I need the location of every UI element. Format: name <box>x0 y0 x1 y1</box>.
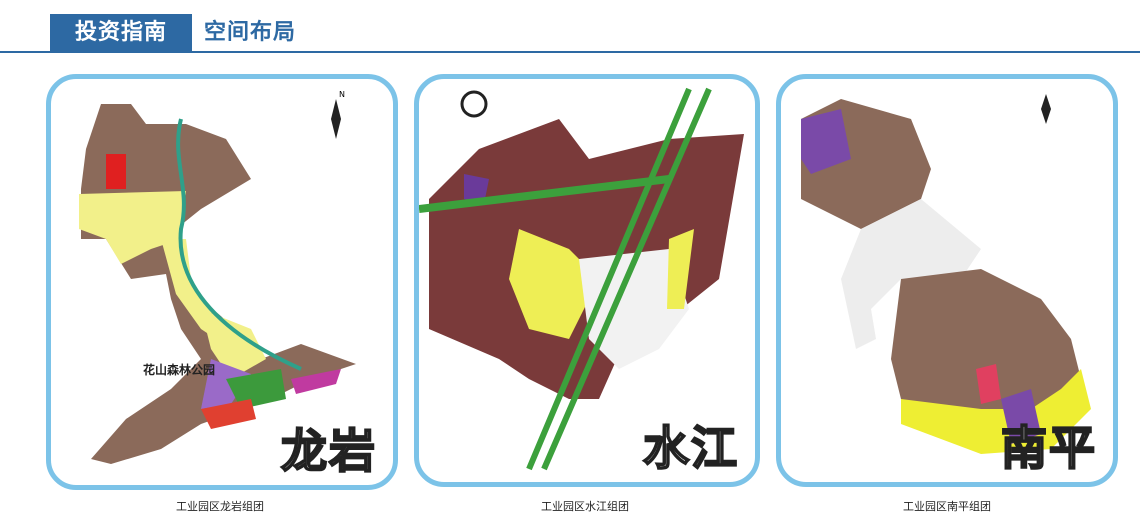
park-label: 花山森林公园 <box>143 363 216 377</box>
map-big-label: 龙岩 <box>280 423 377 479</box>
map-caption: 工业园区龙岩组团 <box>176 500 264 513</box>
section-tab[interactable]: 投资指南 <box>50 14 192 52</box>
compass-icon: N <box>331 90 345 139</box>
page-title: 空间布局 <box>204 20 297 45</box>
compass-icon <box>1041 94 1051 124</box>
compass-icon <box>460 90 488 118</box>
map-shuijiang: 水江 <box>414 74 760 487</box>
svg-text:N: N <box>339 90 345 99</box>
shuijiang-map-image <box>419 87 744 471</box>
longyan-map-image: N <box>79 90 356 464</box>
map-longyan: N 花山森林公园 龙岩 <box>46 74 398 490</box>
map-caption: 工业园区南平组团 <box>903 500 991 513</box>
header-divider <box>0 51 1140 53</box>
map-big-label: 南平 <box>1000 420 1097 476</box>
map-caption: 工业园区水江组团 <box>541 500 629 513</box>
map-nanping: 南平 <box>776 74 1118 487</box>
nanping-map-image <box>801 94 1091 454</box>
map-big-label: 水江 <box>642 420 739 476</box>
